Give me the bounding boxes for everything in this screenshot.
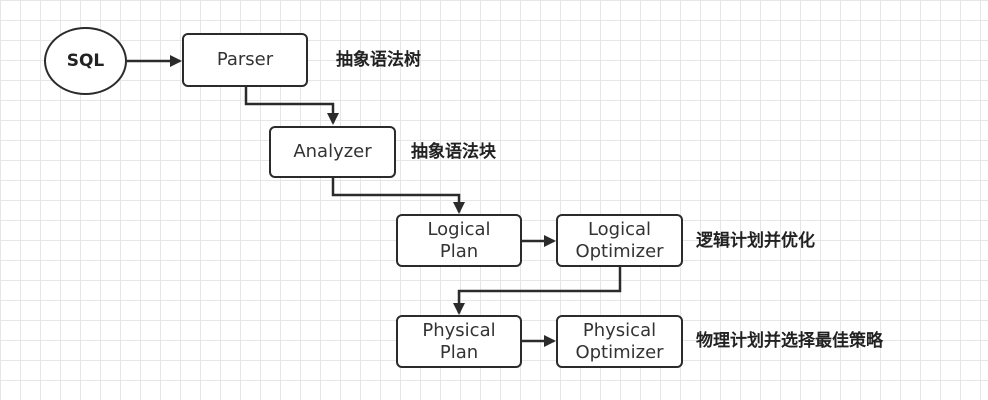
node-sql-label: SQL <box>66 51 105 71</box>
node-logical-optimizer-label: Logical Optimizer <box>575 218 664 262</box>
note-analyzer: 抽象语法块 <box>411 142 496 162</box>
node-analyzer-label: Analyzer <box>293 141 372 162</box>
note-logical-optimizer: 逻辑计划并优化 <box>696 231 815 251</box>
node-physical-optimizer: Physical Optimizer <box>556 315 683 368</box>
note-physical-optimizer: 物理计划并选择最佳策略 <box>696 331 883 351</box>
node-analyzer: Analyzer <box>269 126 396 178</box>
node-parser: Parser <box>182 33 308 87</box>
node-logical-plan: Logical Plan <box>396 214 522 267</box>
edge-logical-optimizer-to-physical-plan <box>453 267 622 315</box>
node-sql: SQL <box>44 27 127 95</box>
note-parser: 抽象语法树 <box>336 50 421 70</box>
edge-analyzer-to-logical-plan <box>331 178 465 214</box>
node-physical-optimizer-label: Physical Optimizer <box>575 319 664 363</box>
node-logical-optimizer: Logical Optimizer <box>556 214 683 267</box>
node-logical-plan-label: Logical Plan <box>427 218 491 262</box>
node-physical-plan-label: Physical Plan <box>422 319 496 363</box>
node-parser-label: Parser <box>216 49 274 70</box>
edge-parser-to-analyzer <box>244 87 339 125</box>
node-physical-plan: Physical Plan <box>396 315 522 368</box>
